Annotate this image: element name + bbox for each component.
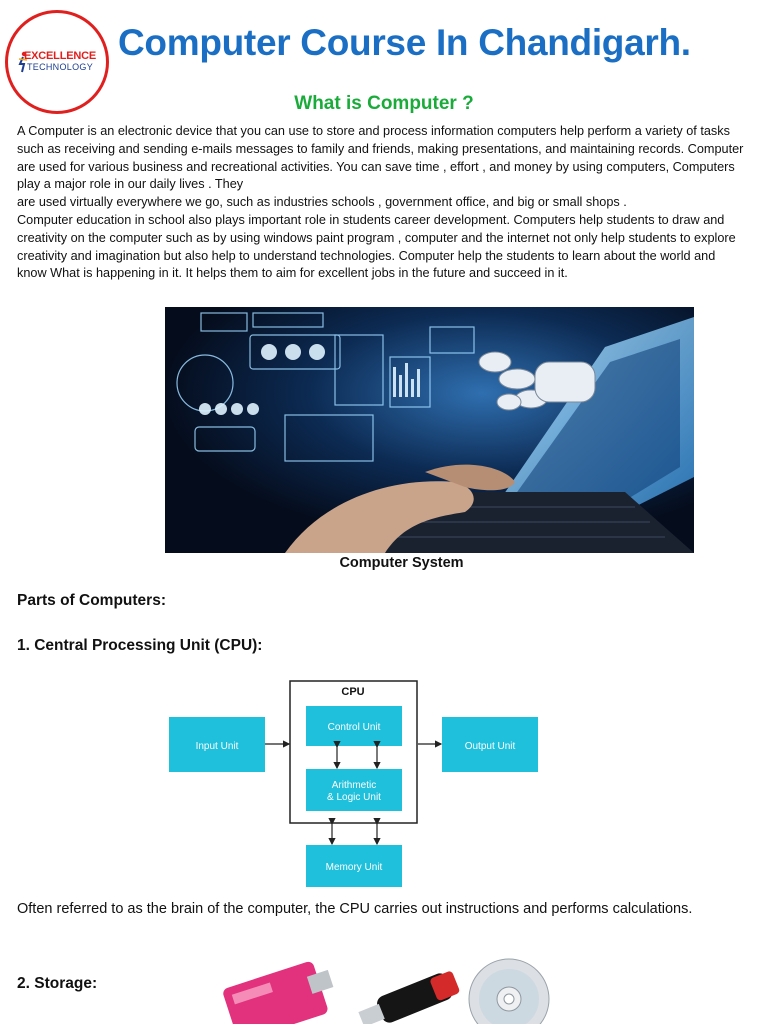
storage-devices-image [217, 953, 553, 1024]
computer-system-illustration [165, 307, 694, 553]
logo-wordmark: EXCELLENCE TECHNOLOGY [8, 51, 112, 72]
intro-paragraph: A Computer is an electronic device that … [17, 124, 744, 192]
hero-caption: Computer System [339, 555, 464, 571]
storage-heading: 2. Storage: [17, 975, 98, 992]
page-title: Computer Course In Chandigarh. [118, 22, 691, 63]
control-unit-label: Control Unit [328, 722, 381, 733]
output-unit-box [442, 717, 538, 772]
intro-paragraph: are used virtually everywhere we go, suc… [17, 195, 627, 210]
alu-label-line2: & Logic Unit [327, 792, 381, 803]
logo-line-excellence: EXCELLENCE [24, 50, 96, 62]
storage-devices-illustration [217, 953, 553, 1024]
alu-box [306, 769, 402, 811]
cpu-description: Often referred to as the brain of the co… [17, 901, 693, 917]
cpu-heading: 1. Central Processing Unit (CPU): [17, 637, 263, 654]
parts-heading: Parts of Computers: [17, 592, 166, 609]
logo-line-technology: TECHNOLOGY [26, 62, 93, 72]
input-unit-box [169, 717, 265, 772]
memory-unit-box [306, 845, 402, 887]
cd-disc-icon [468, 958, 550, 1024]
logo: EXCELLENCE TECHNOLOGY [5, 10, 109, 114]
output-unit-label: Output Unit [465, 741, 516, 752]
card-reader-icon [223, 961, 334, 1024]
cpu-title: CPU [341, 686, 364, 698]
input-unit-label: Input Unit [196, 741, 239, 752]
intro-paragraph: Computer education in school also plays … [17, 212, 736, 281]
runner-logo-icon [18, 51, 28, 73]
hero-image [165, 307, 694, 553]
cpu-block-diagram: CPU Input Unit Control Unit Arithmetic &… [169, 680, 538, 887]
section-subtitle: What is Computer ? [294, 93, 474, 114]
control-unit-box [306, 706, 402, 746]
intro-text: A Computer is an electronic device that … [17, 123, 747, 283]
alu-label-line1: Arithmetic [332, 780, 376, 791]
usb-drive-icon [358, 971, 460, 1024]
memory-unit-label: Memory Unit [326, 862, 383, 873]
